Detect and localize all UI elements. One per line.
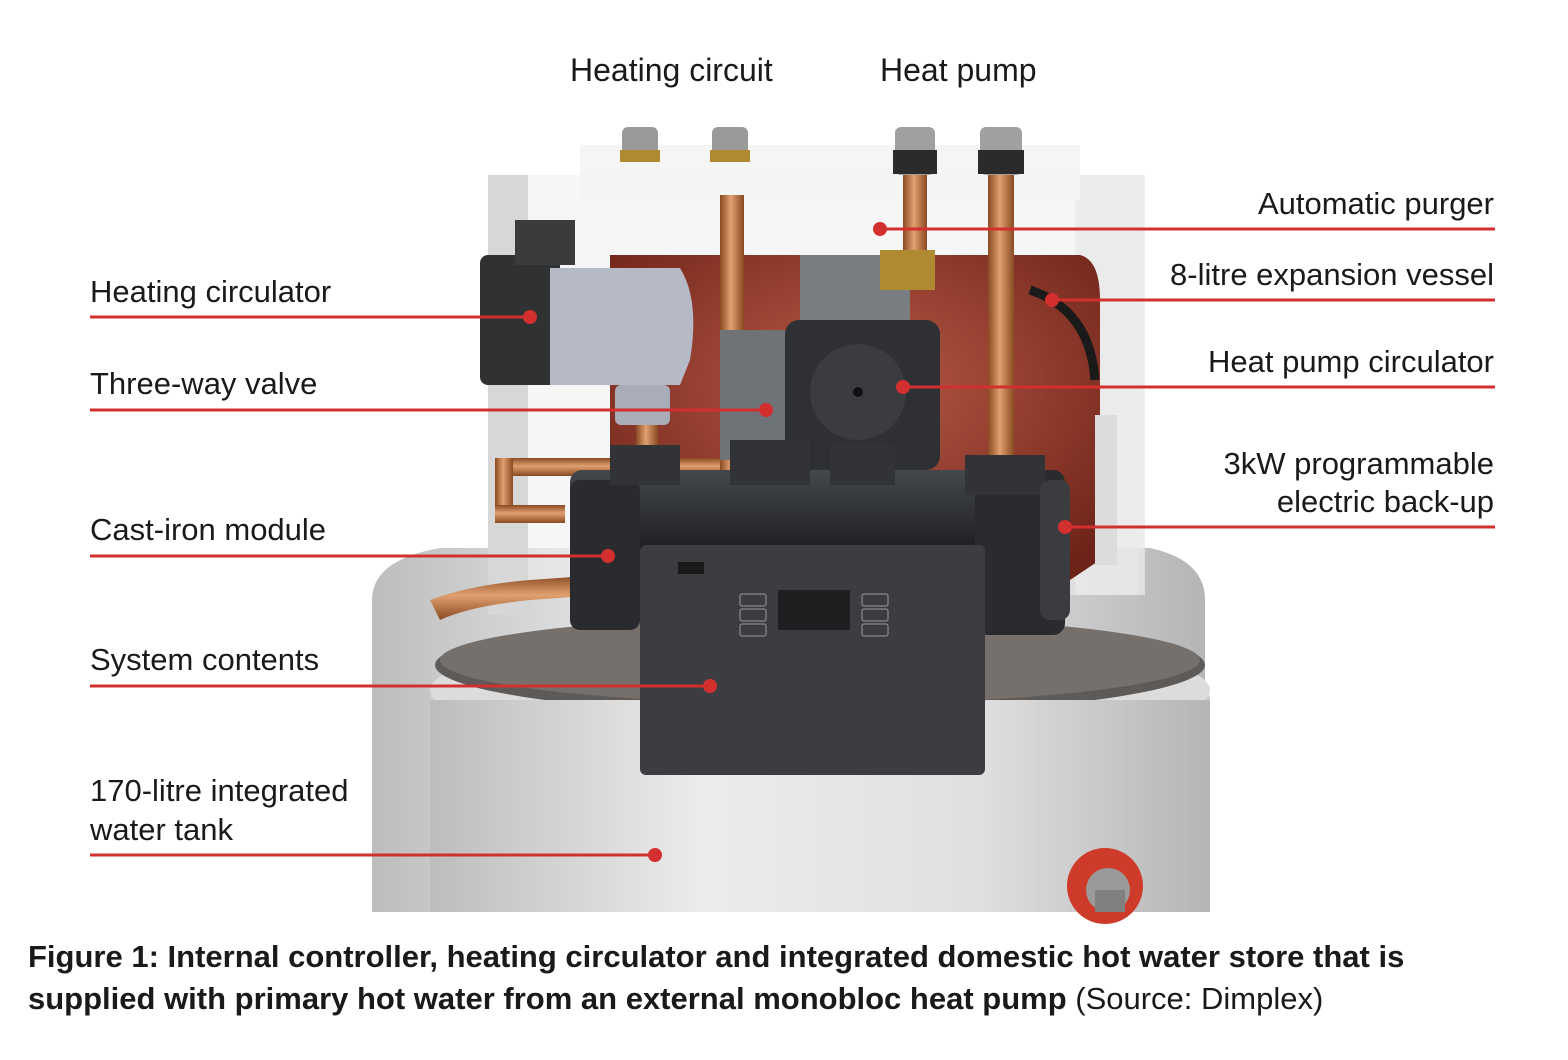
leader-lines [90,227,1495,857]
label-electric-backup-line1: 3kW programmable [1223,446,1494,481]
dot-heat-pump-circulator [896,380,910,394]
label-cast-iron-module: Cast-iron module [90,512,327,547]
dot-electric-backup [1058,520,1072,534]
label-expansion-vessel: 8-litre expansion vessel [1170,257,1494,292]
label-electric-backup-line2: electric back-up [1276,484,1494,519]
dot-water-tank [648,848,662,862]
label-automatic-purger: Automatic purger [1257,186,1494,221]
dot-automatic-purger [873,222,887,236]
label-three-way-valve: Three-way valve [90,366,318,401]
label-system-contents: System contents [90,642,320,677]
caption-title: Figure 1: Internal controller, heating c… [28,939,1405,1016]
dot-heating-circulator [523,310,537,324]
pipe-connections [620,127,1024,175]
label-heat-pump: Heat pump [880,52,1037,88]
label-heating-circulator: Heating circulator [90,274,332,309]
label-heating-circuit: Heating circuit [570,52,773,88]
heat-pump-circulator [785,285,1100,470]
figure-caption: Figure 1: Internal controller, heating c… [28,936,1528,1020]
label-heat-pump-circulator: Heat pump circulator [1207,344,1494,379]
dot-three-way-valve [759,403,773,417]
dot-system-contents [703,679,717,693]
label-water-tank-line2: water tank [90,812,234,847]
leader-dots [523,222,1072,862]
dot-expansion-vessel [1045,293,1059,307]
caption-source: (Source: Dimplex) [1066,981,1324,1016]
dot-cast-iron-module [601,549,615,563]
controller-panel [640,545,985,775]
label-water-tank-line1: 170-litre integrated [90,773,349,808]
heating-circulator [480,220,694,425]
